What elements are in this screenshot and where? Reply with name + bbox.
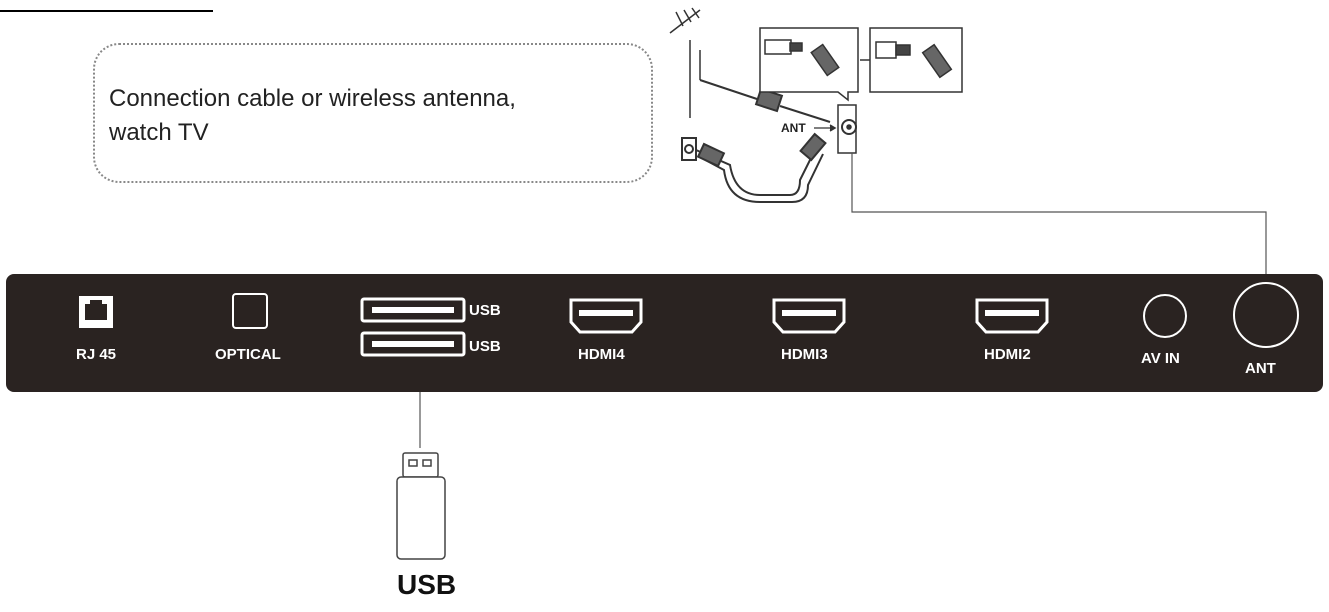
usb-label-bottom: USB bbox=[469, 338, 501, 355]
inset-ant-label: ANT bbox=[781, 121, 806, 135]
rj45-label: RJ 45 bbox=[76, 346, 117, 363]
usb-stick-icon bbox=[396, 452, 446, 560]
hdmi2-port-icon bbox=[975, 298, 1049, 334]
callout-text: Connection cable or wireless antenna, wa… bbox=[109, 82, 516, 150]
callout-line-2: watch TV bbox=[109, 119, 209, 146]
hdmi3-port-icon bbox=[772, 298, 846, 334]
optical-port-icon bbox=[232, 293, 268, 329]
antenna-icon bbox=[669, 7, 701, 34]
tv-side-outline bbox=[814, 104, 857, 154]
rj45-port-icon bbox=[79, 296, 113, 328]
wall-outline bbox=[689, 40, 701, 118]
antenna-cable bbox=[699, 79, 831, 123]
hdmi4-port-icon bbox=[569, 298, 643, 334]
av-in-port-icon bbox=[1143, 294, 1187, 338]
usb-device-label: USB bbox=[397, 569, 457, 600]
optical-label: OPTICAL bbox=[215, 346, 281, 363]
hdmi4-label: HDMI4 bbox=[578, 346, 625, 363]
header-rule bbox=[0, 10, 213, 12]
av-in-label: AV IN bbox=[1141, 350, 1180, 367]
callout-bubble bbox=[93, 43, 653, 183]
usb-port-icon bbox=[360, 297, 466, 323]
tv-back-panel bbox=[6, 274, 1323, 392]
wall-socket-cable bbox=[681, 132, 827, 203]
ant-leader-line bbox=[851, 153, 1267, 282]
hdmi2-label: HDMI2 bbox=[984, 346, 1031, 363]
hdmi3-label: HDMI3 bbox=[781, 346, 828, 363]
callout-line-1: Connection cable or wireless antenna, bbox=[109, 85, 516, 112]
usb-label-top: USB bbox=[469, 302, 501, 319]
ant-label: ANT bbox=[1245, 360, 1276, 377]
usb-port-icon bbox=[360, 331, 466, 357]
connector-detail-boxes bbox=[759, 27, 963, 102]
ant-port-icon bbox=[1233, 282, 1299, 348]
